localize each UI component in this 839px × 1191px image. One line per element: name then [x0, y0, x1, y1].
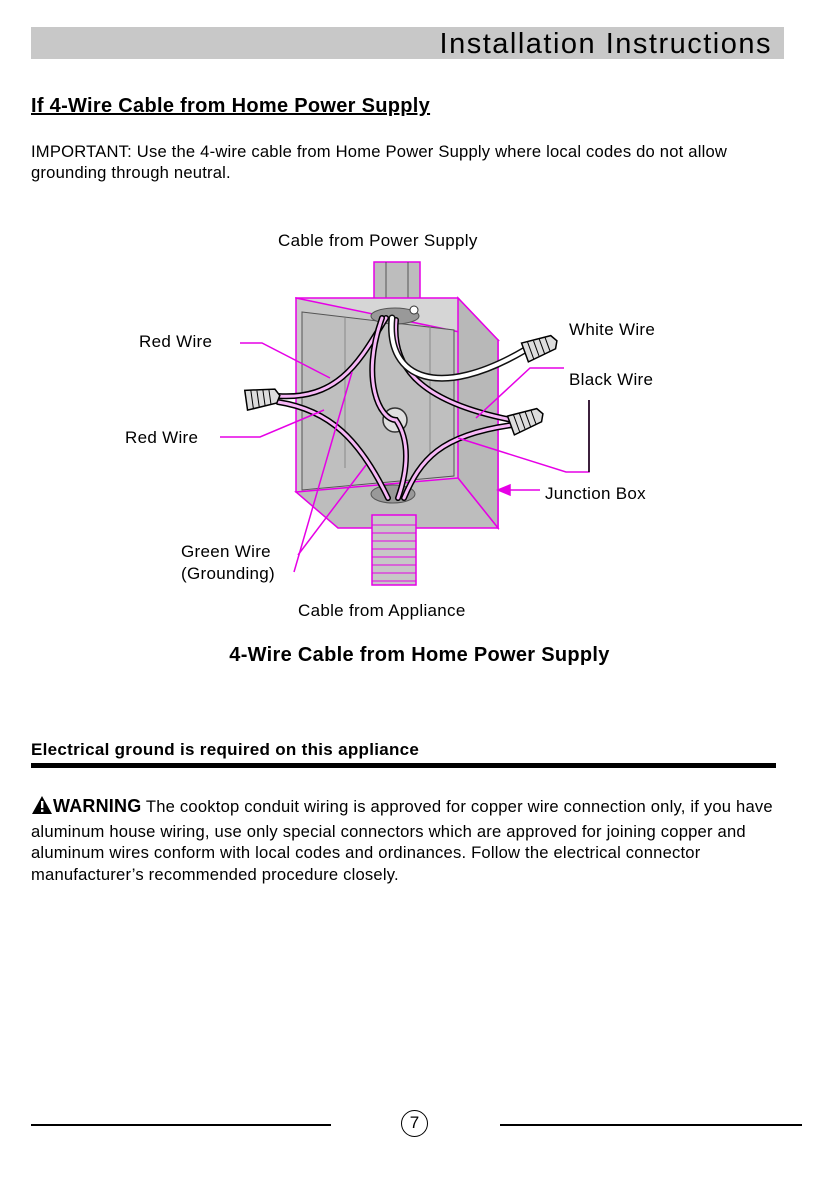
label-red-wire-bottom: Red Wire [125, 428, 199, 447]
label-cable-appliance: Cable from Appliance [298, 601, 466, 620]
warning-text: The cooktop conduit wiring is approved f… [31, 797, 773, 884]
wire-nut-left [243, 388, 281, 412]
label-red-wire-top: Red Wire [139, 332, 213, 351]
wires [275, 314, 529, 501]
warning-paragraph: WARNING The cooktop conduit wiring is ap… [31, 795, 801, 885]
diagram-caption: 4-Wire Cable from Home Power Supply [229, 644, 610, 666]
section-heading: If 4-Wire Cable from Home Power Supply [31, 95, 431, 117]
label-green-wire: Green Wire [181, 542, 271, 561]
leader-lines [220, 342, 590, 573]
page-title: Installation Instructions [439, 28, 772, 60]
warning-icon [31, 795, 53, 821]
wire-nut-white [520, 334, 558, 363]
ground-heading: Electrical ground is required on this ap… [31, 740, 420, 759]
label-grounding: (Grounding) [181, 564, 276, 583]
label-black-wire: Black Wire [569, 370, 654, 389]
label-junction-box: Junction Box [545, 484, 646, 503]
label-cable-power-supply: Cable from Power Supply [278, 231, 478, 250]
important-note: IMPORTANT: Use the 4-wire cable from Hom… [31, 142, 728, 182]
page-number: 7 [401, 1110, 428, 1137]
label-white-wire: White Wire [569, 320, 656, 339]
heading-rule [31, 763, 776, 768]
footer-rule-right [500, 1124, 802, 1126]
wire-nut-black [506, 407, 544, 436]
warning-label: WARNING [53, 796, 142, 816]
header-bar: Installation Instructions [31, 27, 784, 60]
appliance-conduit [371, 514, 417, 586]
footer-rule-left [31, 1124, 331, 1126]
junction-box-diagram [220, 261, 590, 586]
